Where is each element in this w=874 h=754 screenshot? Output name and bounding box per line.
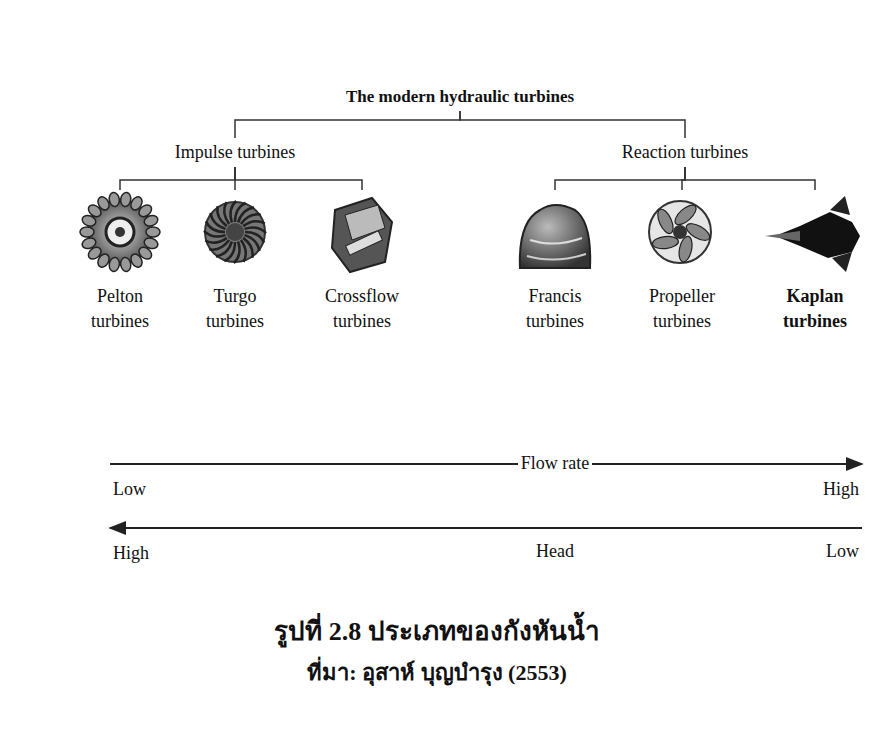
propeller-runner [649,201,712,263]
tree-connector [460,111,685,138]
turbine-label: Turgo turbines [187,192,283,334]
axis-end-label: High [110,542,152,564]
axis-end-label: Low [823,540,862,562]
axis-end-label: Low [110,478,149,500]
crossflow-runner [332,198,392,272]
tree-connector [685,167,815,190]
axis-title: Flow rate [518,452,592,474]
category-label: Impulse turbines [145,140,325,165]
turbine-label: Pelton turbines [72,192,168,334]
turbine-label: Crossflow turbines [310,192,414,334]
node-text: Turgo turbines [187,284,283,334]
category-label: Reaction turbines [595,140,775,165]
kaplan-runner [765,196,860,272]
node-text: Kaplan turbines [767,284,863,334]
node-text: Crossflow turbines [310,284,414,334]
francis-runner [520,205,590,268]
node-text: Francis turbines [507,284,603,334]
turgo-runner [204,201,266,263]
node-text: Pelton turbines [72,284,168,334]
flow-rate-arrow [110,463,862,465]
pelton-runner [80,192,160,273]
turbine-label: Propeller turbines [630,192,734,334]
source-note: ที่มา: อุสาห์ บุญบำรุง (2553) [307,655,566,690]
turbine-label: Kaplan turbines [767,192,863,334]
head-arrow [110,527,862,529]
figure-caption: รูปที่ 2.8 ประเภทของกังหันน้ำ [274,610,600,651]
node-text: Propeller turbines [630,284,734,334]
node-text: Reaction turbines [595,140,775,165]
root-heading: The modern hydraulic turbines [310,84,610,109]
axis-title: Head [533,540,577,562]
tree-connector [235,111,460,138]
tree-connector [120,167,235,190]
axis-end-label: High [820,478,862,500]
node-text: The modern hydraulic turbines [310,84,610,109]
node-text: Impulse turbines [145,140,325,165]
tree-connector [555,167,685,190]
turbine-label: Francis turbines [507,192,603,334]
tree-connector [235,167,362,190]
